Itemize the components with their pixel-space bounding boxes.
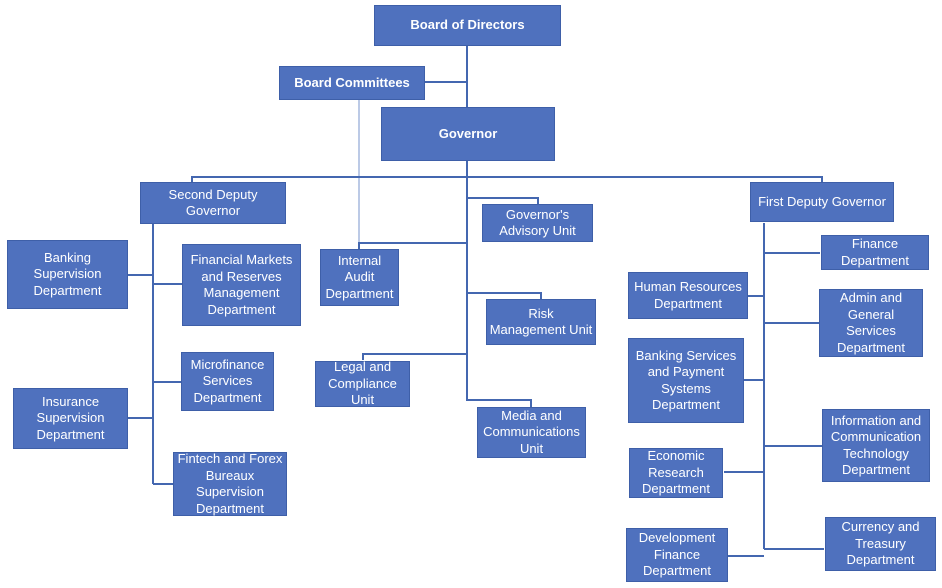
node-microfinance: Microfinance Services Department [181, 352, 274, 411]
node-governors-advisory: Governor's Advisory Unit [482, 204, 593, 242]
connector-deputies-bar [191, 176, 823, 183]
node-banking-services-payment: Banking Services and Payment Systems Dep… [628, 338, 744, 423]
node-insurance-supervision: Insurance Supervision Department [13, 388, 128, 449]
node-legal-compliance: Legal and Compliance Unit [315, 359, 410, 407]
node-financial-markets: Financial Markets and Reserves Managemen… [182, 244, 301, 326]
node-banking-supervision: Banking Supervision Department [7, 240, 128, 309]
node-development-finance: Development Finance Department [626, 528, 728, 582]
node-first-deputy-governor: First Deputy Governor [750, 182, 894, 222]
connector-advisory [467, 197, 539, 204]
node-second-deputy-governor: Second Deputy Governor [140, 182, 286, 224]
node-economic-research: Economic Research Department [629, 448, 723, 498]
connector-legal [362, 353, 467, 360]
node-media-communications: Media and Communications Unit [477, 407, 586, 458]
node-admin-general: Admin and General Services Department [819, 289, 923, 357]
connector-risk [467, 292, 542, 299]
node-finance: Finance Department [821, 235, 929, 270]
node-currency-treasury: Currency and Treasury Department [825, 517, 936, 571]
node-fintech-forex: Fintech and Forex Bureaux Supervision De… [173, 451, 287, 516]
node-board-of-directors: Board of Directors [374, 5, 561, 46]
node-ict: Information and Communication Technology… [822, 409, 930, 482]
node-internal-audit: Internal Audit Department [320, 249, 399, 306]
node-board-committees: Board Committees [279, 66, 425, 100]
connector-media [466, 354, 532, 407]
node-governor: Governor [381, 107, 555, 161]
connector-internal-audit [358, 242, 467, 250]
node-risk-management: Risk Management Unit [486, 299, 596, 345]
node-human-resources: Human Resources Department [628, 272, 748, 319]
